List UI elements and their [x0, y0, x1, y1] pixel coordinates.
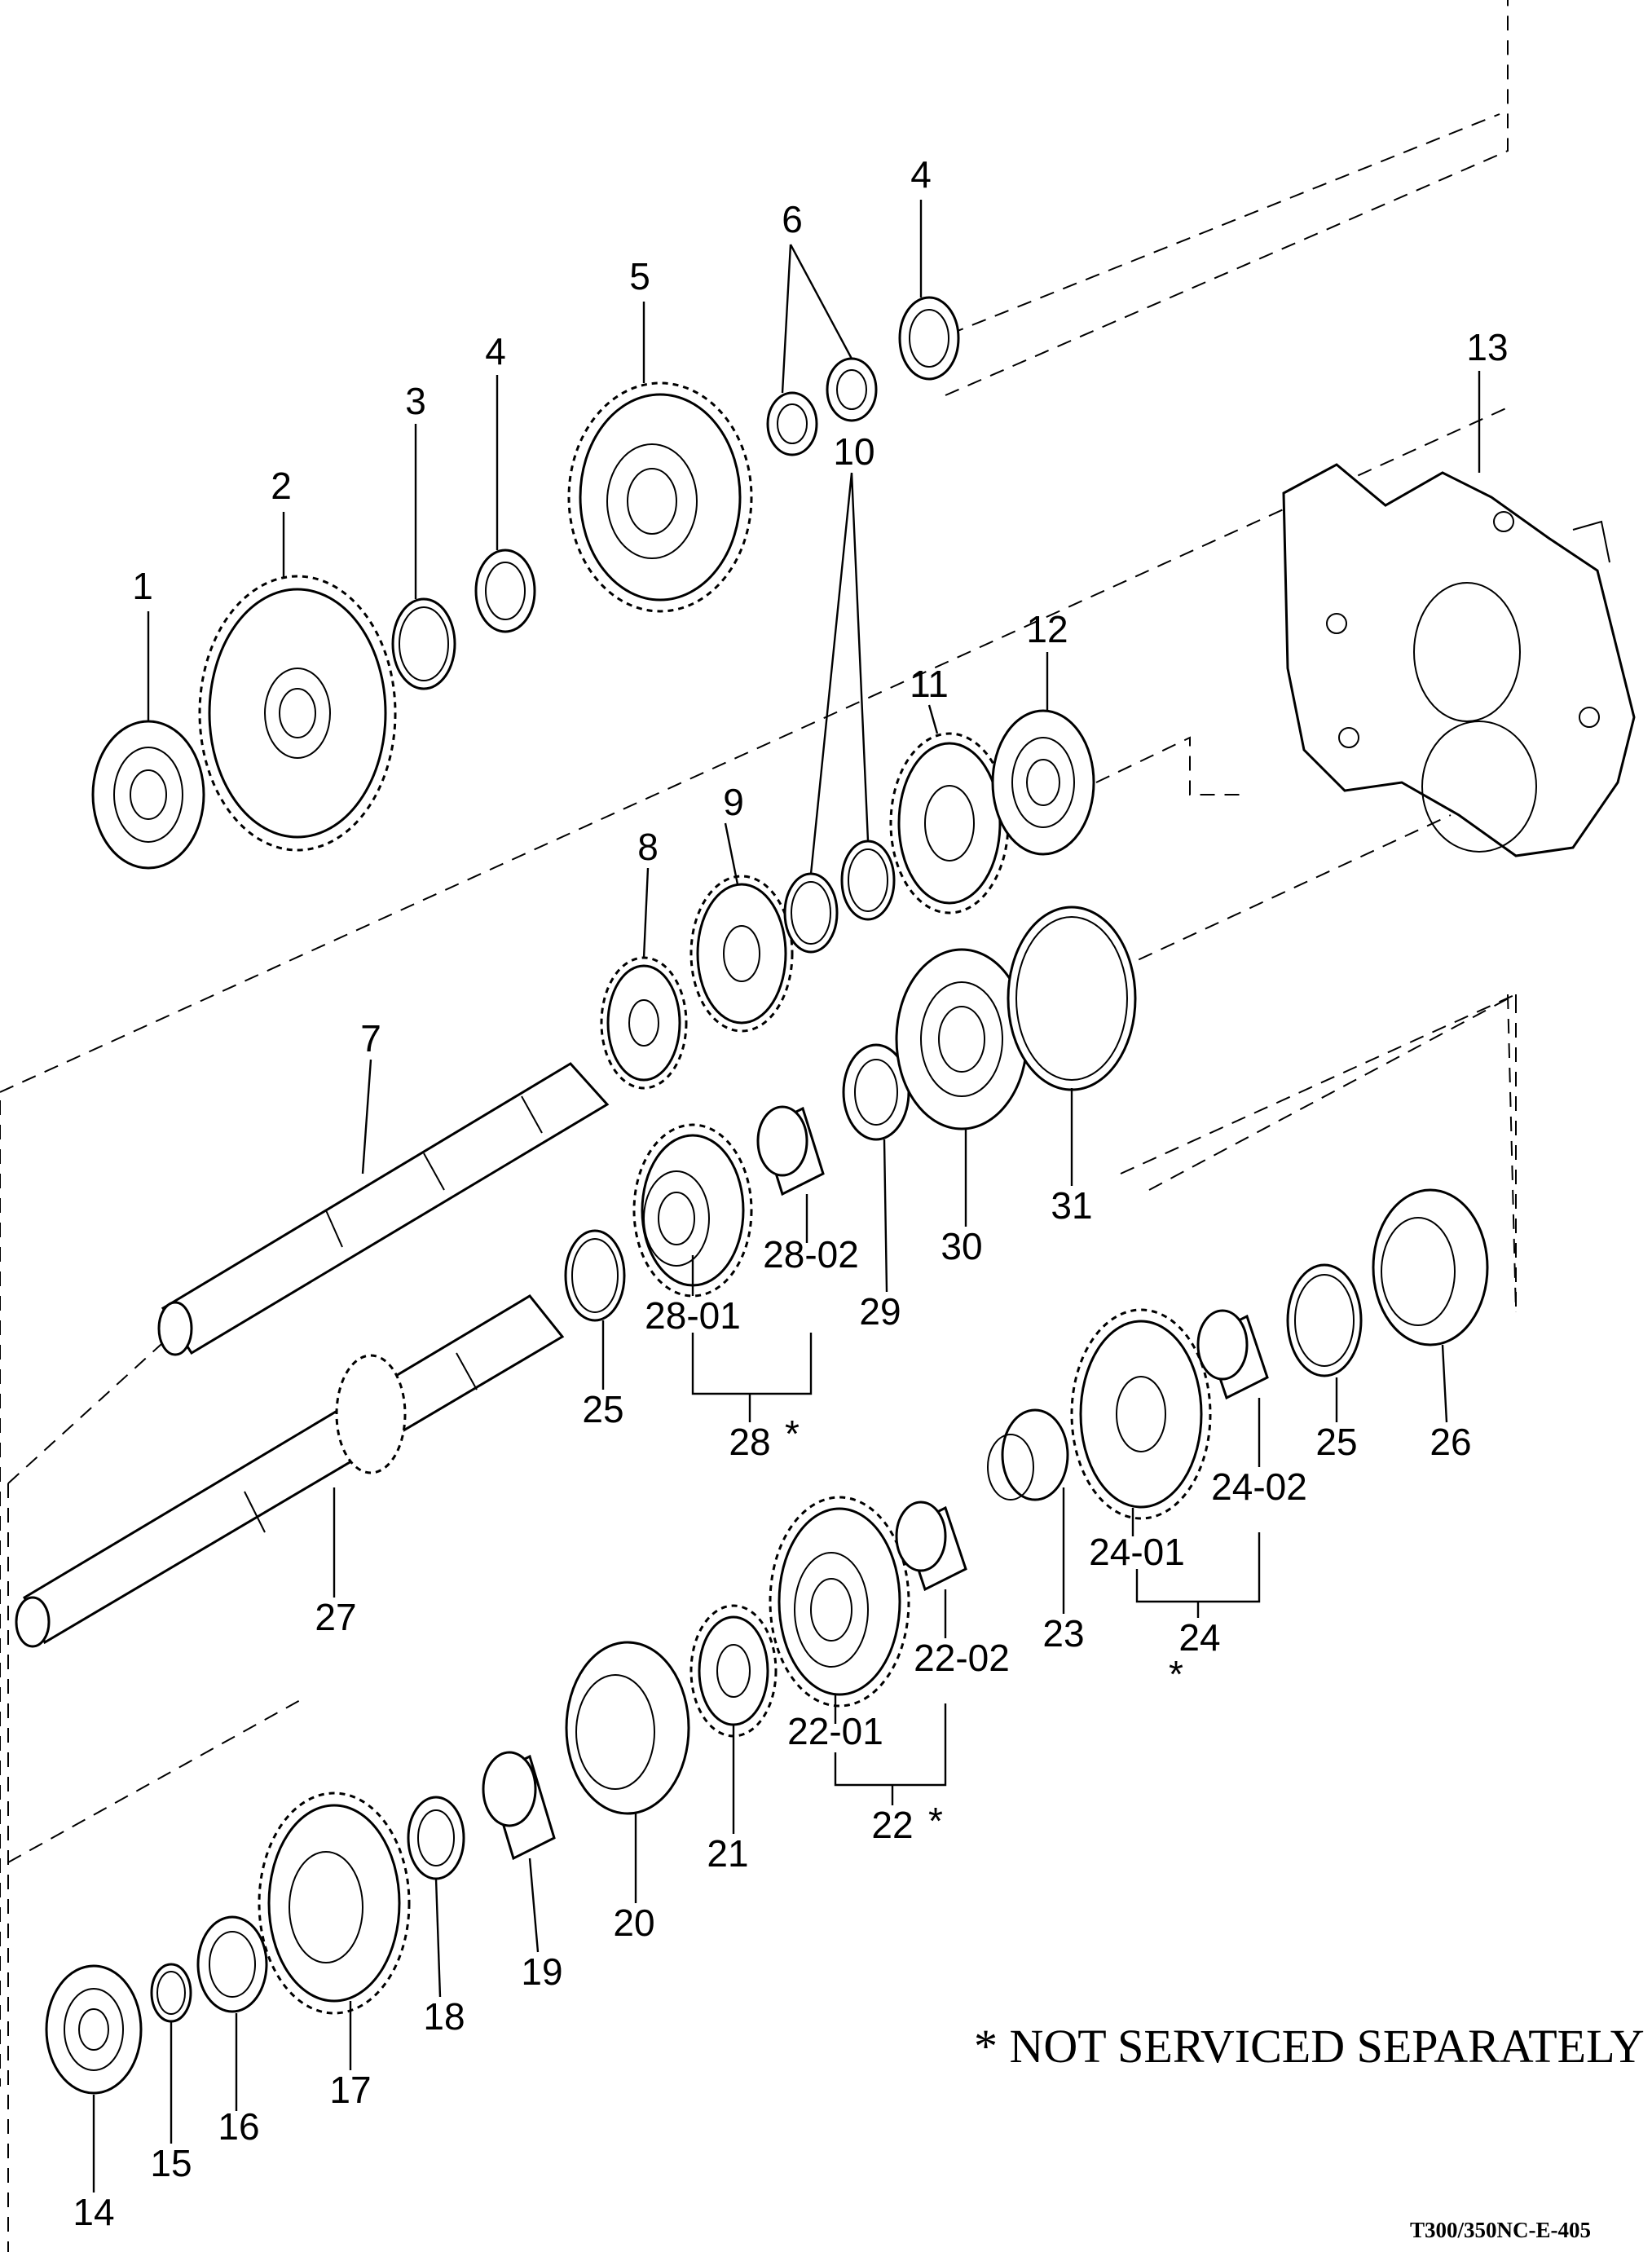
callout-25a: 25 — [582, 1388, 623, 1430]
callout-28-02: 28-02 — [763, 1233, 859, 1276]
callout-30: 30 — [941, 1225, 982, 1267]
gear-24-01 — [1070, 1308, 1212, 1520]
sleeve-26 — [1372, 1188, 1489, 1346]
shaft-27 — [15, 1294, 565, 1648]
snap-ring-25b — [1286, 1263, 1363, 1377]
callout-24-02: 24-02 — [1211, 1465, 1307, 1508]
gear-2 — [198, 575, 397, 852]
bushing-23 — [987, 1408, 1069, 1501]
callout-14: 14 — [73, 2191, 114, 2233]
callout-29: 29 — [859, 1290, 901, 1333]
snap-rings-10 — [783, 840, 896, 954]
bushing-28-02 — [756, 1105, 825, 1197]
callout-5: 5 — [629, 255, 650, 297]
snap-ring-3 — [391, 597, 456, 690]
snap-ring-25a — [564, 1229, 626, 1322]
callout-11: 11 — [910, 663, 949, 705]
callout-3: 3 — [405, 380, 426, 422]
gear-8 — [600, 956, 688, 1090]
callout-23: 23 — [1042, 1612, 1084, 1655]
gear-17 — [258, 1791, 411, 2015]
asterisk-22: * — [928, 1800, 943, 1842]
asterisk-24: * — [1169, 1653, 1183, 1695]
bearing-14 — [45, 1964, 143, 2095]
gear-22-01 — [769, 1496, 910, 1708]
callout-13: 13 — [1466, 326, 1508, 368]
gear-28-01 — [632, 1123, 753, 1298]
callout-17: 17 — [329, 2069, 371, 2111]
assembly-dashed-lines — [0, 0, 1517, 2252]
callout-31: 31 — [1051, 1184, 1092, 1227]
callout-18: 18 — [423, 1995, 465, 2038]
bearing-1 — [91, 720, 205, 870]
gear-11 — [889, 732, 1010, 914]
callout-24: 24 — [1178, 1616, 1220, 1659]
callout-6: 6 — [782, 198, 803, 240]
gear-9 — [689, 875, 794, 1033]
bushing-24-02 — [1196, 1309, 1269, 1400]
callout-4a: 4 — [485, 330, 506, 372]
callout-15: 15 — [150, 2142, 192, 2184]
washer-4b — [898, 296, 960, 381]
callout-22-01: 22-01 — [787, 1710, 883, 1752]
callout-20: 20 — [613, 1902, 654, 1944]
callout-27: 27 — [315, 1596, 356, 1638]
needle-bearing-18 — [407, 1796, 465, 1880]
footnote-not-serviced: * NOT SERVICED SEPARATELY — [974, 2020, 1645, 2073]
callout-4b: 4 — [910, 153, 932, 196]
housing-13 — [1282, 463, 1636, 857]
callout-12: 12 — [1026, 608, 1068, 650]
callout-9: 9 — [723, 781, 744, 823]
bushing-22-02 — [895, 1501, 967, 1592]
callout-25b: 25 — [1315, 1421, 1357, 1463]
callout-21: 21 — [707, 1832, 748, 1875]
gear-5 — [567, 381, 753, 613]
callout-16: 16 — [218, 2105, 259, 2148]
shaft-7 — [157, 1062, 610, 1356]
callout-28-01: 28-01 — [645, 1294, 741, 1337]
asterisk-28: * — [785, 1412, 800, 1455]
callout-labels: 1 2 3 4 4 5 6 7 8 9 10 11 12 13 14 15 16… — [73, 153, 1508, 2233]
callout-2: 2 — [271, 465, 292, 507]
callout-1: 1 — [132, 565, 153, 607]
leader-lines — [92, 200, 1481, 2193]
washer-16 — [196, 1915, 268, 2013]
callout-28: 28 — [729, 1421, 770, 1463]
callout-8: 8 — [637, 826, 659, 868]
callout-24-01: 24-01 — [1089, 1531, 1185, 1573]
snap-ring-15 — [150, 1963, 192, 2023]
bushing-19 — [482, 1751, 556, 1861]
sleeve-20 — [565, 1641, 690, 1815]
callout-22: 22 — [871, 1804, 913, 1846]
callout-26: 26 — [1430, 1421, 1471, 1463]
bearing-30 — [895, 948, 1029, 1130]
needle-bearings-6 — [766, 357, 878, 456]
hub-21 — [689, 1604, 778, 1738]
drawing-code: T300/350NC-E-405 — [1410, 2218, 1591, 2242]
callout-10: 10 — [833, 430, 874, 473]
callout-22-02: 22-02 — [914, 1637, 1010, 1679]
washer-4a — [474, 549, 536, 633]
callout-19: 19 — [521, 1950, 562, 1993]
circlip-31 — [1007, 906, 1137, 1091]
bearing-12 — [991, 709, 1095, 856]
callout-7: 7 — [360, 1017, 381, 1060]
